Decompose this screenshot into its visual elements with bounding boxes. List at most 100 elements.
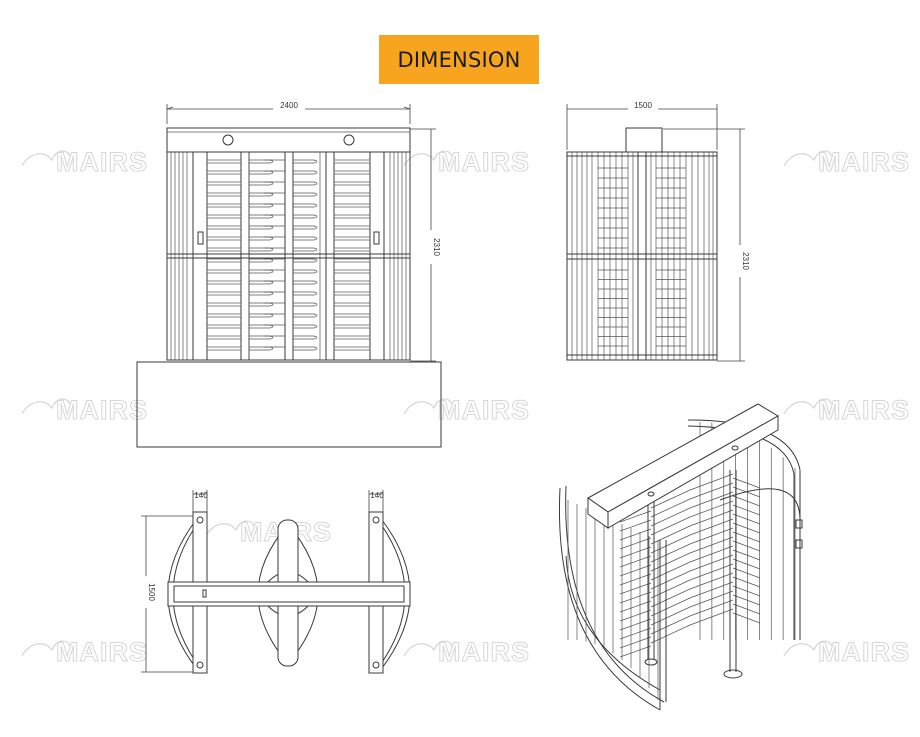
- rotor-arm: [293, 258, 318, 263]
- rotor-arm: [333, 181, 371, 186]
- front-left-cage: [170, 152, 188, 360]
- front-beam-light: [343, 134, 355, 146]
- side-height-dimension: 2310: [663, 128, 750, 362]
- watermark-text: MAIRS: [56, 395, 148, 425]
- rotor-arm: [206, 214, 242, 219]
- rotor-arm: [333, 225, 371, 230]
- rotor-arm: [206, 236, 242, 241]
- watermark-logo: MAIRS: [403, 395, 530, 426]
- rotor-arm: [333, 192, 371, 197]
- watermark-logo: MAIRS: [783, 395, 910, 426]
- watermark-text: MAIRS: [438, 147, 530, 177]
- rotor-arm: [293, 192, 318, 197]
- watermark-logo: MAIRS: [783, 637, 910, 668]
- rotor-arm: [293, 170, 318, 175]
- rotor-arm: [293, 225, 318, 230]
- front-center-shaft: [284, 151, 294, 361]
- rotor-arm: [249, 346, 274, 351]
- front-right-post: [369, 151, 385, 361]
- top-depth-label: 1500: [147, 583, 156, 601]
- front-height-label: 2310: [432, 238, 441, 256]
- rotor-arm: [249, 335, 274, 340]
- rotor-arm: [249, 203, 274, 208]
- rotor-arm: [293, 335, 318, 340]
- front-beam-light: [222, 134, 234, 146]
- rotor-arm: [206, 203, 242, 208]
- rotor-arm: [249, 236, 274, 241]
- rotor-arm: [206, 346, 242, 351]
- watermark-logo: MAIRS: [21, 395, 148, 426]
- rotor-arm: [249, 280, 274, 285]
- front-base-platform: [136, 361, 442, 448]
- rotor-arm: [249, 269, 274, 274]
- rotor-arm: [206, 269, 242, 274]
- front-width-label: 2400: [280, 101, 298, 110]
- front-card-reader: [373, 231, 380, 245]
- rotor-arm: [206, 170, 242, 175]
- rotor-arm: [249, 324, 274, 329]
- front-width-dimension: 2400: [166, 101, 411, 124]
- rotor-arm: [293, 280, 318, 285]
- watermark-logo: MAIRS: [205, 517, 332, 548]
- rotor-arm: [249, 159, 274, 164]
- rotor-arm: [333, 214, 371, 219]
- rotor-arm: [206, 313, 242, 318]
- watermark-text: MAIRS: [818, 147, 910, 177]
- front-rotor-shaft: [325, 151, 335, 361]
- rotor-arm: [293, 214, 318, 219]
- rotor-arm: [206, 192, 242, 197]
- watermark-logo: MAIRS: [21, 147, 148, 178]
- rotor-arm: [293, 269, 318, 274]
- rotor-arm: [206, 225, 242, 230]
- side-view: 1500 2310: [566, 101, 750, 362]
- rotor-arm: [333, 302, 371, 307]
- rotor-arm: [333, 159, 371, 164]
- iso-front-cage-bars: [567, 500, 659, 700]
- front-left-post: [192, 151, 208, 361]
- side-width-dimension: 1500: [566, 101, 718, 150]
- rotor-arm: [206, 258, 242, 263]
- page-title: DIMENSION: [379, 35, 539, 84]
- watermark-logo: MAIRS: [21, 637, 148, 668]
- rotor-arm: [333, 335, 371, 340]
- rotor-arm: [293, 291, 318, 296]
- iso-rotor-arms: [619, 473, 761, 658]
- isometric-view: [558, 403, 803, 711]
- rotor-arm: [333, 269, 371, 274]
- iso-top-beam: [587, 403, 779, 513]
- rotor-arm: [206, 324, 242, 329]
- rotor-arm: [293, 324, 318, 329]
- rotor-arm: [293, 159, 318, 164]
- rotor-arm: [333, 280, 371, 285]
- side-top-beam: [625, 127, 663, 153]
- rotor-arm: [249, 181, 274, 186]
- watermark-logo: MAIRS: [403, 147, 530, 178]
- rotor-arm: [333, 258, 371, 263]
- watermark-text: MAIRS: [438, 395, 530, 425]
- rotor-arm: [249, 192, 274, 197]
- rotor-arm: [206, 159, 242, 164]
- rotor-arm: [333, 291, 371, 296]
- front-card-reader: [197, 231, 204, 245]
- front-height-dimension: 2310: [410, 128, 441, 362]
- rotor-arm: [333, 324, 371, 329]
- rotor-arm: [293, 247, 318, 252]
- rotor-arm: [206, 335, 242, 340]
- rotor-arm: [249, 258, 274, 263]
- front-right-cage: [389, 152, 407, 360]
- rotor-arm: [249, 302, 274, 307]
- rotor-arm: [206, 291, 242, 296]
- front-top-beam: [166, 127, 411, 153]
- rotor-arm: [249, 170, 274, 175]
- top-card-reader: [202, 589, 207, 598]
- top-depth-dimension: 1500: [140, 515, 196, 673]
- rotor-arm: [293, 181, 318, 186]
- watermark-text: MAIRS: [818, 395, 910, 425]
- watermark-text: MAIRS: [56, 147, 148, 177]
- rotor-arm: [293, 203, 318, 208]
- side-center-post: [637, 151, 647, 361]
- rotor-arm: [249, 214, 274, 219]
- rotor-arm: [293, 236, 318, 241]
- rotor-arm: [206, 280, 242, 285]
